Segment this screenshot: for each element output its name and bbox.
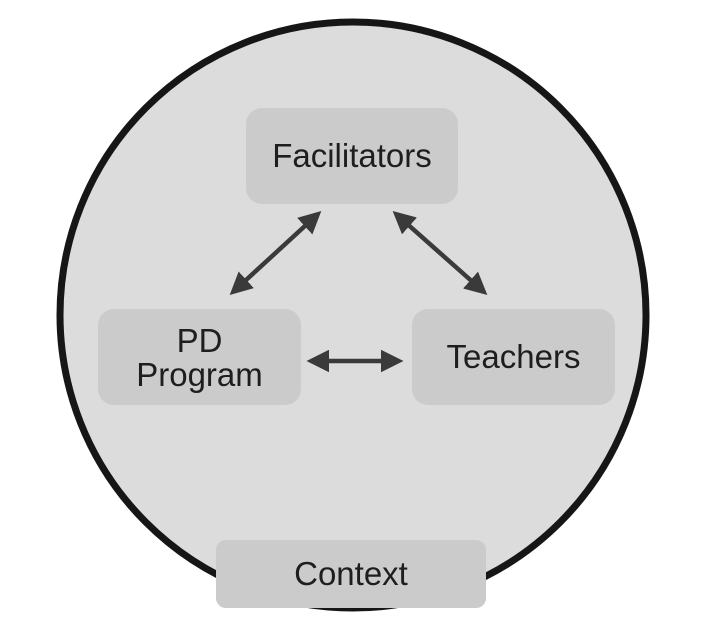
- node-pd-label-line2: Program: [136, 356, 263, 393]
- context-circle: [56, 18, 650, 612]
- node-facilitators: Facilitators: [246, 108, 458, 204]
- node-context: Context: [216, 540, 486, 608]
- node-teachers-label: Teachers: [446, 338, 581, 375]
- node-teachers: Teachers: [412, 309, 615, 405]
- node-context-label: Context: [294, 555, 408, 592]
- node-pd-program: PD Program: [98, 309, 301, 405]
- arrow-facilitators-pd: [229, 210, 322, 296]
- node-facilitators-label: Facilitators: [272, 137, 432, 174]
- arrow-facilitators-teachers: [392, 211, 488, 295]
- node-pd-label-line1: PD: [176, 322, 223, 359]
